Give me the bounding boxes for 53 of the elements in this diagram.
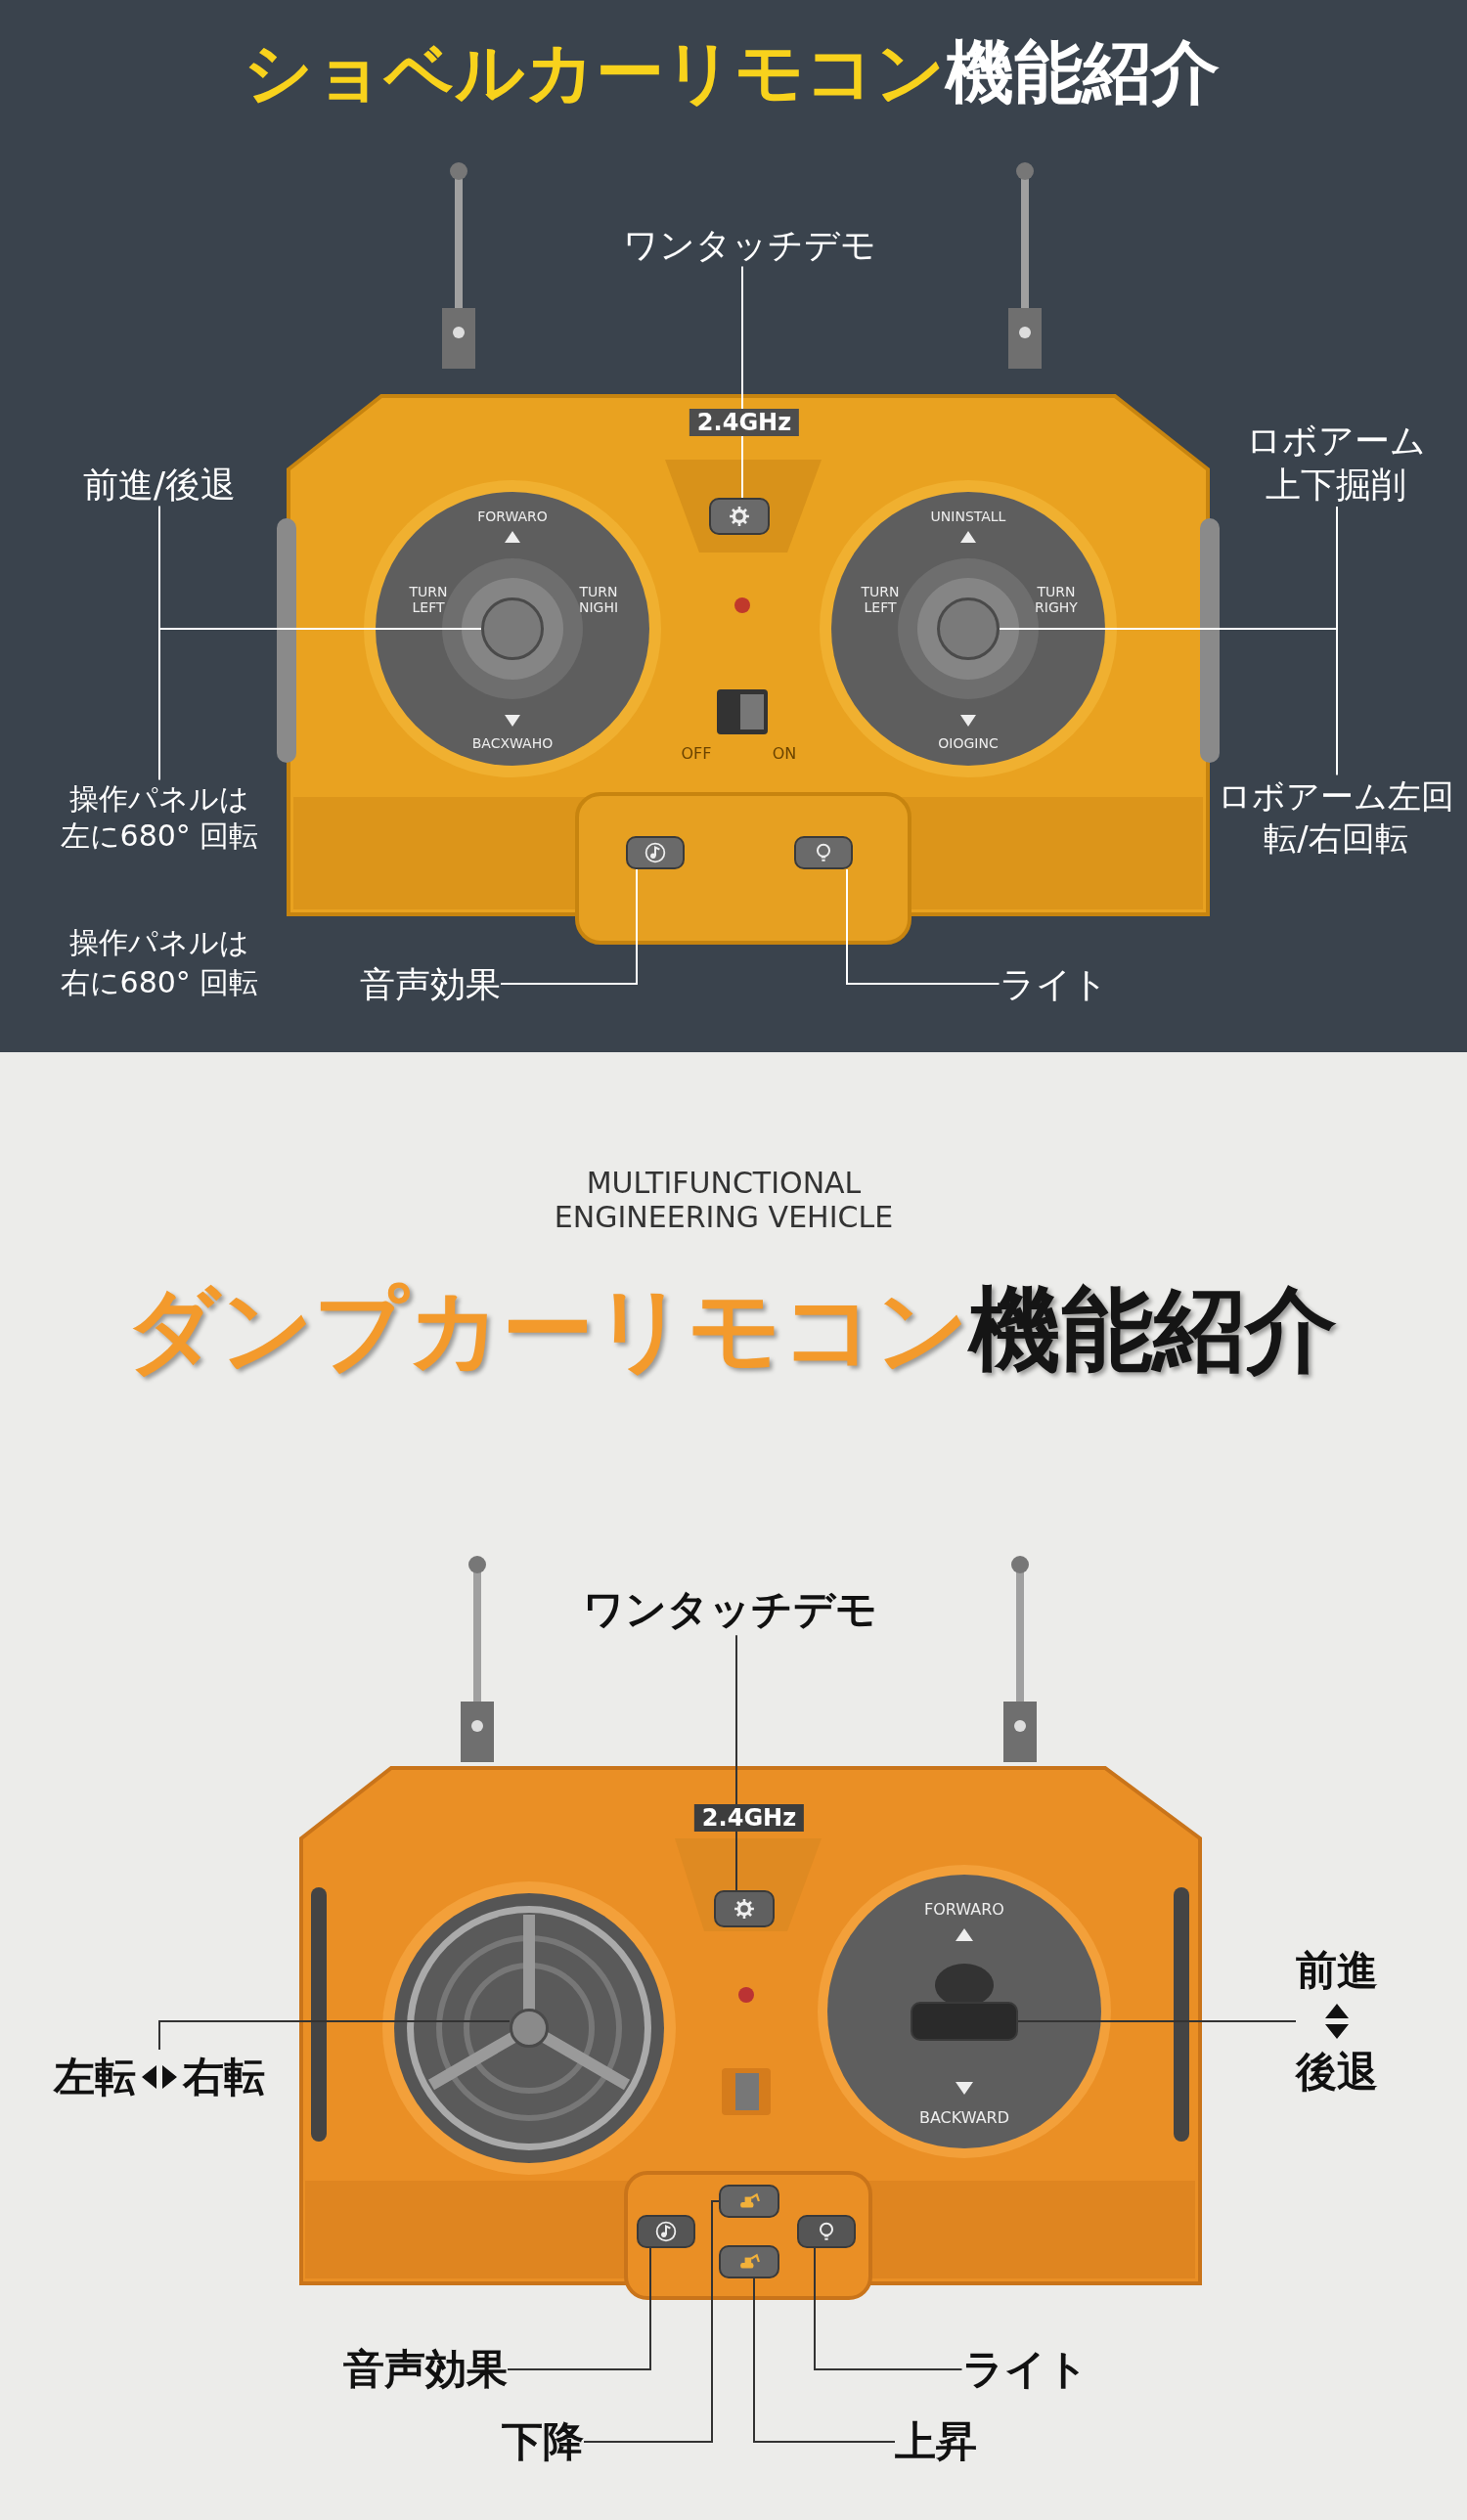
direction-label: UNINSTALL [930, 508, 1006, 524]
leader-line [1017, 2020, 1297, 2022]
control-button [709, 498, 770, 535]
callout-text: 前進/後退 [82, 462, 237, 507]
leader-line [814, 2247, 963, 2370]
callout-text: ライト [999, 961, 1108, 1006]
callout-text: 右転 [183, 2052, 265, 2102]
lever-knob [911, 2002, 1018, 2041]
callout-text: 左転 [54, 2052, 136, 2102]
note-text: 操作パネルは右に680° 回転 [59, 924, 260, 1001]
callout-text: 下降 [502, 2415, 584, 2468]
callout-text: 音声効果 [360, 961, 501, 1006]
callout-text: ワンタッチデモ [582, 1583, 877, 1636]
leader-line [846, 868, 1000, 985]
direction-label: OIOGINC [938, 735, 999, 751]
direction-label: TURN LEFT [408, 584, 449, 615]
direction-label: TURN RIGHY [1034, 584, 1079, 615]
direction-label: BACKWARD [918, 2107, 1010, 2127]
direction-label: BACXWAHO [471, 735, 554, 751]
leader-line [753, 2277, 896, 2443]
control-button [714, 1890, 775, 1927]
title: ショベルカーリモコン機能紹介 [244, 31, 1220, 114]
direction-label: TURN LEFT [860, 584, 901, 615]
control-button [797, 2215, 856, 2248]
frequency-label: 2.4GHz [693, 1804, 805, 1832]
control-button [719, 2245, 779, 2278]
callout-text: ロボアーム上下掘削 [1238, 419, 1434, 507]
direction-label: FORWARO [477, 508, 548, 524]
leader-line [158, 2020, 511, 2051]
control-button [794, 836, 853, 869]
callout-text: 音声効果 [343, 2343, 508, 2396]
control-button [626, 836, 685, 869]
callout-text: 前進 [1296, 1945, 1378, 1996]
leader-line [735, 1634, 737, 1891]
direction-label: FORWARO [924, 1899, 1004, 1919]
switch-label: ON [772, 743, 797, 763]
leader-line [583, 2200, 720, 2443]
leader-line [741, 265, 743, 499]
subtitle: MULTIFUNCTIONAL ENGINEERING VEHICLE [553, 1166, 895, 1234]
direction-label: TURN NIGHI [577, 584, 620, 615]
leader-line [500, 868, 638, 985]
control-button [637, 2215, 695, 2248]
callout-text: ロボアーム左回転/右回転 [1204, 774, 1467, 859]
callout-text: 操作パネルは左に680° 回転 [57, 779, 262, 854]
callout-text: 後退 [1296, 2047, 1378, 2098]
title: ダンプカーリモコン機能紹介 [126, 1274, 1337, 1385]
leader-line [507, 2247, 651, 2370]
callout-text: 上昇 [895, 2415, 977, 2468]
frequency-label: 2.4GHz [689, 409, 800, 436]
callout-text: ライト [961, 2343, 1089, 2396]
control-button [719, 2185, 779, 2218]
callout-text: ワンタッチデモ [622, 222, 876, 267]
switch-label: OFF [681, 743, 712, 763]
